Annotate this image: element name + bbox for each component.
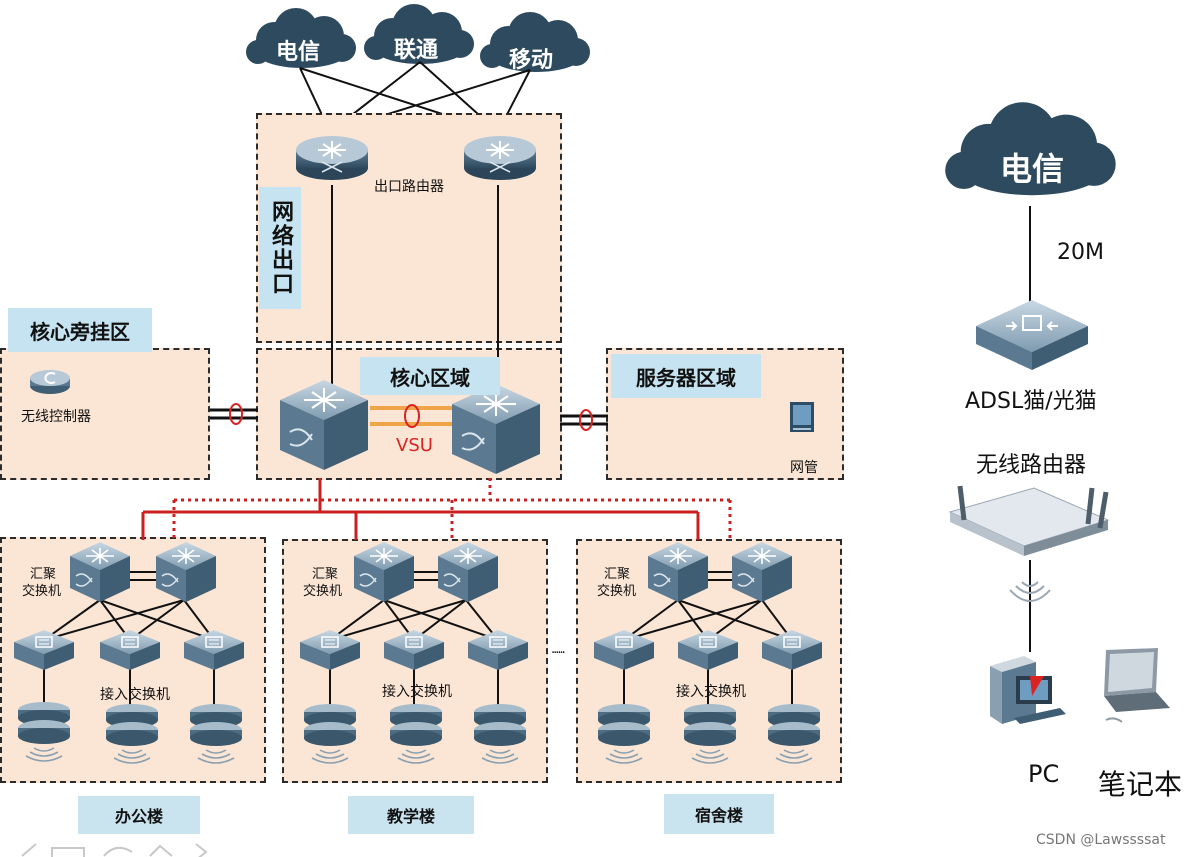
pc-icon: [990, 656, 1066, 724]
server-zone-text: 服务器区域: [636, 365, 736, 390]
ellipsis-label: ......: [551, 642, 566, 657]
modem-icon: [976, 300, 1088, 370]
core-switch-icon-1: [279, 379, 369, 471]
core-switch-icon-2: [451, 383, 541, 475]
dorm-building-label: 宿舍楼: [664, 794, 774, 834]
teaching-agg-label-1: 汇聚: [312, 567, 339, 582]
dorm-access-label: 接入交换机: [676, 684, 746, 700]
dorm-agg-label-2: 交换机: [597, 584, 637, 599]
teaching-building-text: 教学楼: [386, 807, 435, 826]
network-manager-icon: [790, 402, 814, 432]
faint-toolbar-icons: [21, 843, 208, 857]
telecom-cloud-label: 电信: [276, 40, 321, 65]
unicom-cloud-label: 联通: [394, 38, 439, 63]
office-building-text: 办公楼: [114, 807, 163, 826]
watermark: CSDN @Lawssssat: [1036, 832, 1166, 848]
vsu-link: [370, 404, 452, 428]
wireless-router-label: 无线路由器: [976, 453, 1087, 478]
core-zone-text: 核心区域: [390, 365, 470, 390]
wireless-controller-icon: [30, 370, 70, 394]
vsu-label: VSU: [396, 435, 433, 456]
laptop-label: 笔记本: [1098, 768, 1183, 801]
teaching-agg-label-2: 交换机: [303, 584, 343, 599]
bypass-zone-label: 核心旁挂区: [8, 308, 152, 352]
modem-label: ADSL猫/光猫: [965, 389, 1097, 414]
office-access-label: 接入交换机: [100, 687, 170, 703]
pc-label: PC: [1028, 760, 1060, 788]
dorm-building-text: 宿舍楼: [694, 806, 743, 825]
laptop-icon: [1104, 648, 1170, 723]
server-zone-label: 服务器区域: [611, 354, 761, 398]
dorm-topology: [593, 541, 823, 764]
wireless-controller-label: 无线控制器: [21, 409, 91, 425]
bypass-link: [210, 403, 258, 425]
egress-zone-label: 网络出口: [259, 187, 301, 309]
server-link: [560, 409, 608, 431]
egress-router-label: 出口路由器: [374, 179, 444, 195]
egress-zone-text: 网络出口: [268, 200, 293, 296]
teaching-access-label: 接入交换机: [382, 684, 452, 700]
office-agg-label-2: 交换机: [22, 584, 62, 599]
wireless-router-icon: [948, 485, 1110, 556]
teaching-topology: [299, 541, 529, 764]
egress-router-icon-1: [295, 135, 369, 181]
teaching-building-label: 教学楼: [348, 796, 474, 834]
office-building-label: 办公楼: [78, 796, 200, 834]
home-cloud-label: 电信: [1000, 150, 1065, 188]
dorm-agg-label-1: 汇聚: [604, 567, 631, 582]
office-topology: [13, 541, 245, 764]
core-zone-label: 核心区域: [360, 357, 500, 395]
bypass-zone-text: 核心旁挂区: [30, 319, 130, 344]
mobile-cloud-label: 移动: [509, 48, 554, 73]
wifi-signal-icon: [1009, 581, 1051, 602]
egress-router-icon-2: [463, 135, 537, 181]
bandwidth-label: 20M: [1057, 240, 1104, 265]
network-manager-label: 网管: [790, 460, 818, 476]
distribution-links: [141, 478, 732, 540]
office-agg-label-1: 汇聚: [30, 567, 57, 582]
